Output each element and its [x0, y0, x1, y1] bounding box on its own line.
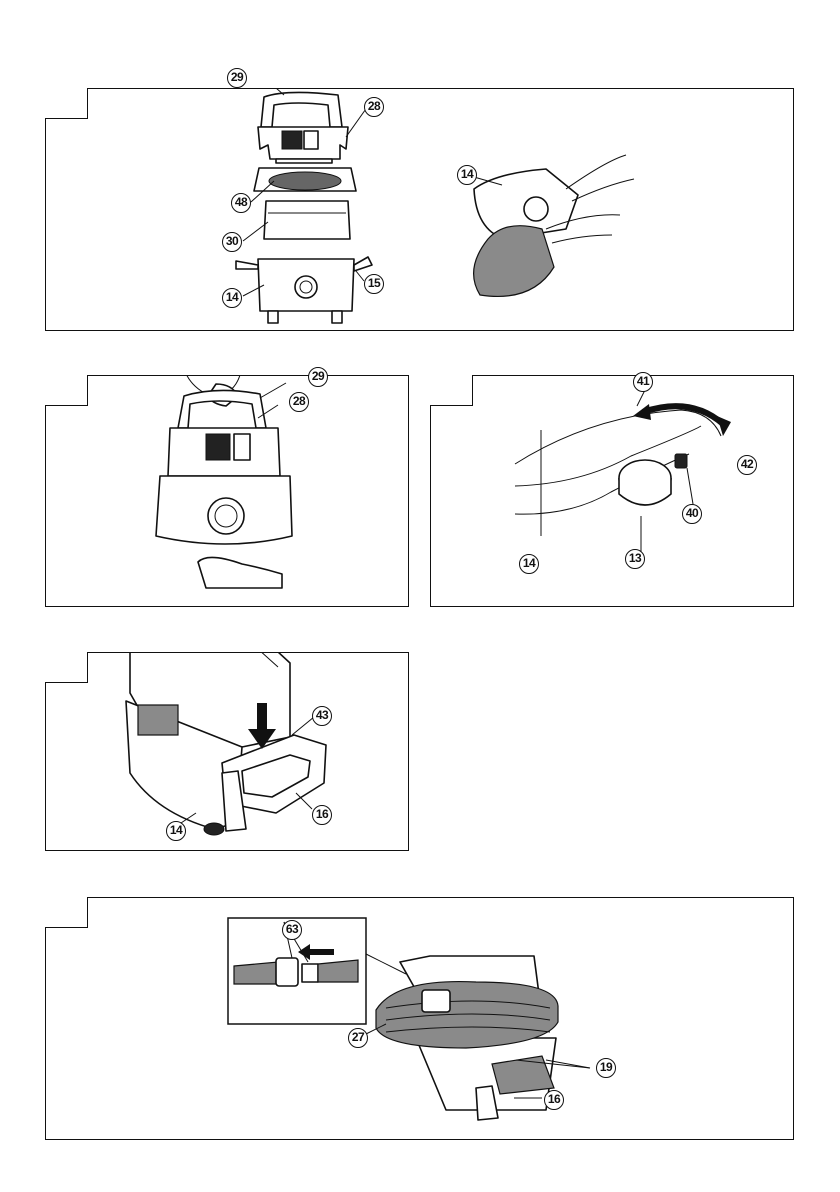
callout-29: 29 [227, 68, 247, 88]
figure-panel-drain-cap: 41 42 14 13 40 [430, 375, 794, 607]
callout-14-bag: 14 [457, 165, 477, 185]
drain-cap-illustration [431, 376, 795, 608]
callout-16: 16 [312, 805, 332, 825]
callout-14: 14 [519, 554, 539, 574]
figure-panel-tray: 43 14 16 [45, 652, 409, 851]
callout-14: 14 [222, 288, 242, 308]
callout-41: 41 [633, 372, 653, 392]
vacuum-carry-illustration [46, 376, 410, 608]
hose-storage-illustration [46, 898, 795, 1141]
callout-28: 28 [364, 97, 384, 117]
callout-30: 30 [222, 232, 242, 252]
figure-panel-disassembly: 29 28 48 30 14 15 14 [45, 88, 794, 331]
callout-63: 63 [282, 920, 302, 940]
callout-14: 14 [166, 821, 186, 841]
callout-48: 48 [231, 193, 251, 213]
tray-attach-illustration [46, 653, 410, 852]
callout-16: 16 [544, 1090, 564, 1110]
callout-29: 29 [308, 367, 328, 387]
callout-40: 40 [682, 504, 702, 524]
vacuum-disassembly-illustration [46, 89, 795, 332]
callout-19: 19 [596, 1058, 616, 1078]
callout-13: 13 [625, 549, 645, 569]
callout-15: 15 [364, 274, 384, 294]
figure-panel-hose-storage: 63 27 19 16 [45, 897, 794, 1140]
figure-panel-carry: 29 28 [45, 375, 409, 607]
callout-42: 42 [737, 455, 757, 475]
callout-43: 43 [312, 706, 332, 726]
callout-28: 28 [289, 392, 309, 412]
callout-27: 27 [348, 1028, 368, 1048]
